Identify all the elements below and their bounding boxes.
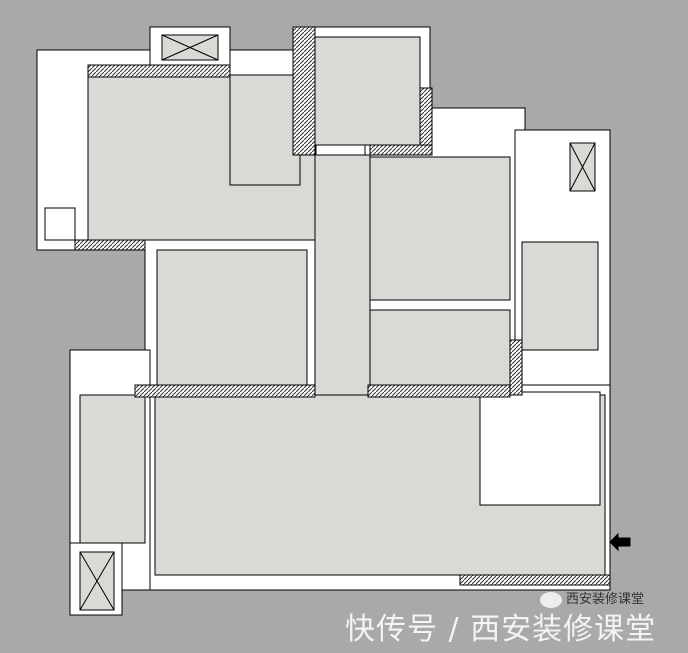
watermark-account: 西安装修课堂 bbox=[566, 592, 645, 607]
hatched-wall bbox=[292, 26, 316, 156]
hatched-wall bbox=[459, 574, 611, 586]
corridor bbox=[314, 154, 371, 396]
ac-unit-icon bbox=[161, 34, 219, 61]
bedroom-right bbox=[369, 156, 511, 301]
account-logo-icon bbox=[540, 592, 562, 608]
balcony-left-lower bbox=[79, 394, 146, 544]
closet bbox=[229, 74, 301, 186]
watermark-text: 快传号 / 西安装修课堂 bbox=[345, 612, 657, 647]
bathroom-top bbox=[314, 36, 421, 146]
ac-unit-icon bbox=[79, 551, 115, 611]
hatched-wall bbox=[419, 87, 433, 154]
entrance-arrow-icon bbox=[609, 532, 631, 552]
bedroom-middle bbox=[156, 249, 308, 388]
hatched-wall bbox=[509, 339, 523, 396]
hatched-wall bbox=[74, 239, 146, 251]
kitchen-nook bbox=[479, 391, 601, 506]
hatched-wall bbox=[87, 64, 231, 78]
hatched-wall bbox=[367, 384, 511, 398]
balcony-box bbox=[44, 207, 76, 241]
ac-unit-icon bbox=[569, 142, 596, 192]
hatched-wall bbox=[134, 384, 316, 398]
bathroom-right bbox=[521, 241, 599, 351]
hatched-wall bbox=[369, 144, 433, 156]
study-right bbox=[369, 309, 511, 388]
